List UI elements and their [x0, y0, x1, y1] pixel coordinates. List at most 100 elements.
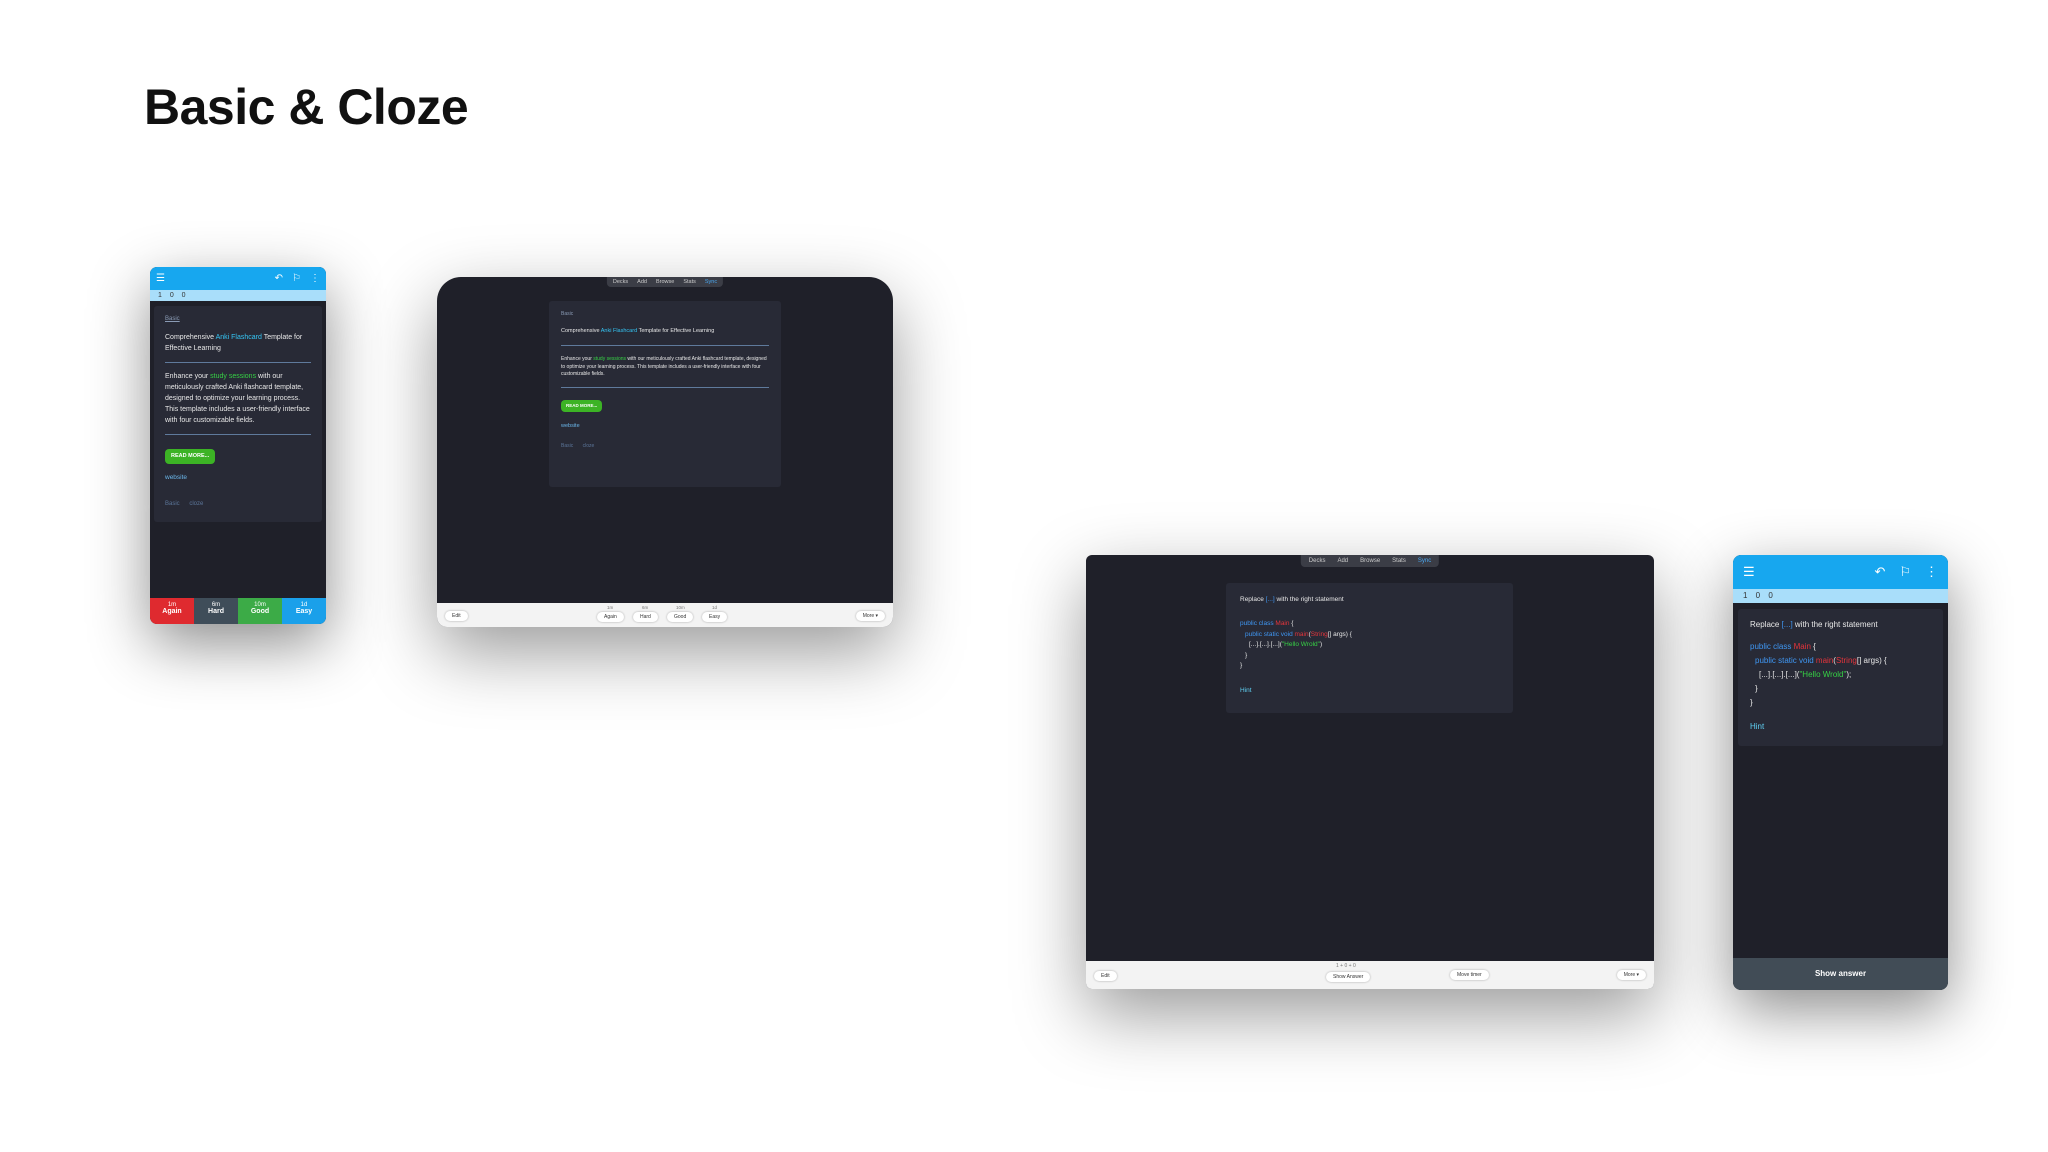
flashcard: Basic Comprehensive Anki Flashcard Templ…: [154, 306, 322, 522]
toolbar-decks[interactable]: Decks: [612, 279, 629, 285]
button-label: Good: [250, 608, 270, 615]
divider: [165, 362, 311, 363]
tag-list: Basic cloze: [165, 499, 311, 510]
toolbar-add[interactable]: Add: [1337, 558, 1349, 564]
menu-icon[interactable]: ☰: [156, 273, 165, 284]
code-keyword: public class: [1750, 642, 1794, 651]
intro-text-end: Template for Effective Learning: [165, 334, 303, 352]
divider: [561, 345, 769, 346]
divider: [165, 434, 311, 435]
show-answer-button[interactable]: Show answer: [1733, 958, 1948, 990]
phone-cloze-preview: ☰ ↶ ⚐ ⋮ 1 0 0 Replace [...] with the rig…: [1733, 555, 1948, 990]
desktop-cloze-preview: Decks Add Browse Stats Sync Replace [...…: [1086, 555, 1654, 989]
intro-text: Comprehensive: [165, 334, 216, 341]
code-text: }: [1240, 662, 1243, 669]
tag-list: Basic cloze: [561, 442, 769, 450]
move-timer-button[interactable]: Move timer: [1450, 970, 1489, 980]
read-more-button[interactable]: READ MORE...: [165, 449, 216, 464]
toolbar-browse[interactable]: Browse: [655, 279, 675, 285]
show-answer-button[interactable]: Show Answer: [1326, 972, 1371, 982]
toolbar-add[interactable]: Add: [637, 279, 647, 285]
card-counts: 1 0 0: [1733, 589, 1948, 603]
edit-button[interactable]: Edit: [1094, 971, 1117, 981]
interval-label: 10m: [254, 602, 266, 608]
code-keyword: public static void: [1245, 630, 1295, 638]
card-type-label[interactable]: Basic: [561, 311, 574, 317]
interval-label: 6m: [642, 605, 649, 610]
toolbar-browse[interactable]: Browse: [1360, 558, 1381, 564]
tag[interactable]: Basic: [165, 501, 180, 507]
button-label: Again: [162, 608, 182, 615]
code-text: [] args) {: [1856, 656, 1887, 665]
button-label: Hard: [208, 608, 224, 615]
more-icon[interactable]: ⋮: [310, 273, 320, 284]
more-button[interactable]: More ▾: [1616, 970, 1646, 980]
hint-link[interactable]: Hint: [1240, 686, 1252, 694]
body-link[interactable]: study sessions: [593, 356, 627, 362]
code-block: public class Main { public static void m…: [1240, 619, 1499, 672]
body-text: Enhance your: [165, 373, 211, 380]
intro-link[interactable]: Anki Flashcard: [215, 334, 262, 341]
card-counts: 1 0 0: [150, 290, 326, 301]
prompt-text-end: with the right statement: [1792, 620, 1878, 629]
read-more-button[interactable]: READ MORE...: [561, 399, 603, 412]
intro-link[interactable]: Anki Flashcard: [600, 328, 638, 334]
undo-icon[interactable]: ↶: [274, 273, 284, 284]
cloze-blanks: [...].[...].[...](: [1249, 641, 1282, 648]
flashcard: Replace [...] with the right statement p…: [1226, 583, 1513, 713]
website-link[interactable]: website: [165, 474, 188, 481]
code-text: (: [1833, 656, 1836, 665]
button-label: Easy: [295, 608, 313, 615]
body-text-end: with our meticulously crafted Anki flash…: [561, 356, 767, 377]
good-button[interactable]: Good: [667, 612, 694, 622]
body-text: Enhance your: [561, 356, 594, 362]
hard-button[interactable]: Hard: [633, 612, 658, 622]
app-bar: ☰ ↶ ⚐ ⋮: [1733, 555, 1948, 589]
interval-label: 1d: [712, 605, 718, 610]
flag-icon[interactable]: ⚐: [292, 273, 301, 284]
easy-button[interactable]: Easy: [702, 612, 728, 622]
toolbar-sync[interactable]: Sync: [1417, 558, 1432, 564]
toolbar-stats[interactable]: Stats: [1392, 558, 1406, 564]
code-keyword: public static void: [1755, 656, 1816, 665]
tag[interactable]: cloze: [189, 501, 204, 507]
code-string: "Hello Wrold": [1799, 670, 1847, 679]
code-text: }: [1755, 684, 1758, 693]
app-bar: ☰ ↶ ⚐ ⋮: [150, 267, 326, 290]
code-identifier: Main: [1793, 642, 1811, 651]
toolbar-stats[interactable]: Stats: [683, 279, 696, 285]
flashcard: Basic Comprehensive Anki Flashcard Templ…: [549, 301, 781, 487]
again-button[interactable]: Again: [597, 612, 624, 622]
tag[interactable]: cloze: [582, 442, 595, 449]
desktop-basic-preview: Decks Add Browse Stats Sync Basic Compre…: [437, 277, 893, 627]
tag[interactable]: Basic: [561, 442, 574, 449]
flag-icon[interactable]: ⚐: [1899, 564, 1911, 579]
undo-icon[interactable]: ↶: [1874, 564, 1886, 579]
code-text: {: [1289, 620, 1294, 627]
edit-button[interactable]: Edit: [445, 611, 468, 621]
review-bottom-bar: Edit 1m 6m 10m 1d Again Hard Good Easy M…: [437, 603, 893, 627]
code-block: public class Main { public static void m…: [1750, 640, 1931, 710]
code-text: ): [1319, 641, 1323, 648]
interval-label: 6m: [211, 602, 221, 608]
main-toolbar: Decks Add Browse Stats Sync: [1300, 555, 1440, 567]
more-button[interactable]: More ▾: [855, 611, 885, 621]
cloze-blanks: [...].[...].[...](: [1759, 670, 1800, 679]
card-type-label[interactable]: Basic: [165, 316, 180, 322]
cloze-marker: [...]: [1265, 596, 1275, 603]
toolbar-sync[interactable]: Sync: [704, 279, 718, 285]
menu-icon[interactable]: ☰: [1743, 564, 1755, 579]
hint-link[interactable]: Hint: [1750, 722, 1765, 731]
toolbar-decks[interactable]: Decks: [1308, 558, 1326, 564]
body-link[interactable]: study sessions: [210, 373, 257, 380]
website-link[interactable]: website: [561, 422, 580, 429]
main-toolbar: Decks Add Browse Stats Sync: [606, 277, 724, 287]
cloze-prompt: Replace [...] with the right statement: [1750, 618, 1931, 632]
code-identifier: main: [1294, 630, 1309, 638]
more-icon[interactable]: ⋮: [1925, 564, 1938, 579]
